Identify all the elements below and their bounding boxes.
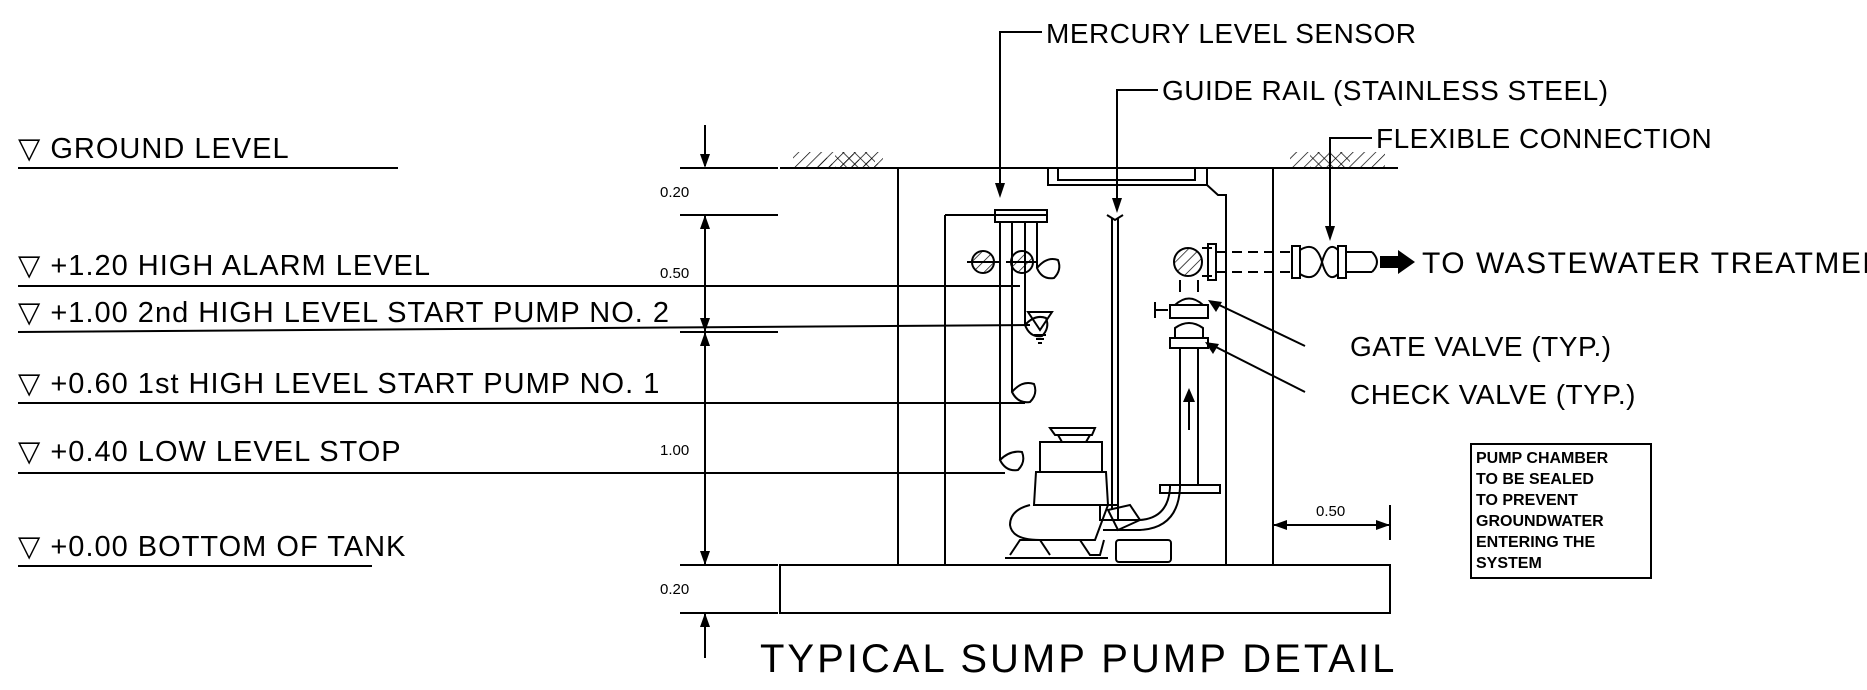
gate-valve [1169,304,1209,319]
sensor-bracket [994,209,1048,223]
callout-check-valve: CHECK VALVE (TYP.) [1350,379,1636,410]
level-ground: ▽ GROUND LEVEL [18,133,398,169]
callout-mercury-sensor: MERCURY LEVEL SENSOR [1046,18,1417,49]
check-valve [1169,337,1209,349]
note-line: ENTERING THE [1476,534,1595,551]
submersible-pump [1005,427,1221,563]
access-cover [1047,168,1208,186]
callout-flexible-connection: FLEXIBLE CONNECTION [1376,123,1712,154]
level-ground-label: ▽ GROUND LEVEL [18,133,290,165]
pump-discharge-base [1115,539,1172,563]
vertical-dimension-chain: 0.20 0.50 1.00 0.20 [660,125,778,658]
callout-gate-valve: GATE VALVE (TYP.) [1350,331,1612,362]
discharge-riser [1154,243,1217,485]
level-low-stop-label: ▽ +0.40 LOW LEVEL STOP [18,436,402,468]
dim-upper: 0.50 [660,265,689,282]
level-bottom-label: ▽ +0.00 BOTTOM OF TANK [18,531,406,563]
note-line: TO PREVENT [1476,492,1578,509]
level-bottom: ▽ +0.00 BOTTOM OF TANK [18,531,406,567]
drawing-title: TYPICAL SUMP PUMP DETAIL [760,637,1397,681]
callout-guide-rail: GUIDE RAIL (STAINLESS STEEL) [1162,75,1609,106]
level-start-pump-2-line [17,324,1031,333]
dim-main: 1.00 [660,442,689,459]
note-line: PUMP CHAMBER [1476,450,1609,467]
level-sensors [967,209,1061,472]
float-switch-start-1 [1010,382,1037,404]
flow-arrow [1380,250,1415,274]
float-switch-alarm [1035,258,1061,280]
base-slab [779,564,1391,614]
flexible-connection [1299,246,1324,278]
level-start-pump-2: ▽ +1.00 2nd HIGH LEVEL START PUMP NO. 2 [17,297,1031,333]
callout-outlet: TO WASTEWATER TREATMENT [1422,247,1867,280]
note-line: TO BE SEALED [1476,471,1594,488]
level-start-pump-2-label: ▽ +1.00 2nd HIGH LEVEL START PUMP NO. 2 [18,297,670,329]
leader-lines [995,31,1372,393]
float-switch-low [998,450,1025,472]
level-start-pump-1-label: ▽ +0.60 1st HIGH LEVEL START PUMP NO. 1 [18,368,660,400]
note-line: SYSTEM [1476,555,1542,572]
float-switch-start-2 [1023,315,1049,338]
level-high-alarm-label: ▽ +1.20 HIGH ALARM LEVEL [18,250,431,282]
dim-wall-offset: 0.50 [1316,503,1345,520]
outlet-pipe [1216,245,1415,279]
sump-chamber [779,168,1391,614]
dim-bottom-slab: 0.20 [660,581,689,598]
note-box: PUMP CHAMBER TO BE SEALED TO PREVENT GRO… [1470,443,1652,579]
water-level-symbol [1026,311,1054,332]
dim-arrow-top-head [700,154,710,168]
guide-rail [1106,214,1124,510]
dim-top-slab: 0.20 [660,184,689,201]
wall-offset-dimension: 0.50 [1272,503,1391,540]
level-low-stop: ▽ +0.40 LOW LEVEL STOP [18,436,1005,474]
discharge-flange [1159,484,1221,494]
level-start-pump-1: ▽ +0.60 1st HIGH LEVEL START PUMP NO. 1 [18,368,1025,404]
note-line: GROUNDWATER [1476,513,1604,530]
level-high-alarm: ▽ +1.20 HIGH ALARM LEVEL [18,250,1020,287]
ground-surface [780,152,1398,169]
